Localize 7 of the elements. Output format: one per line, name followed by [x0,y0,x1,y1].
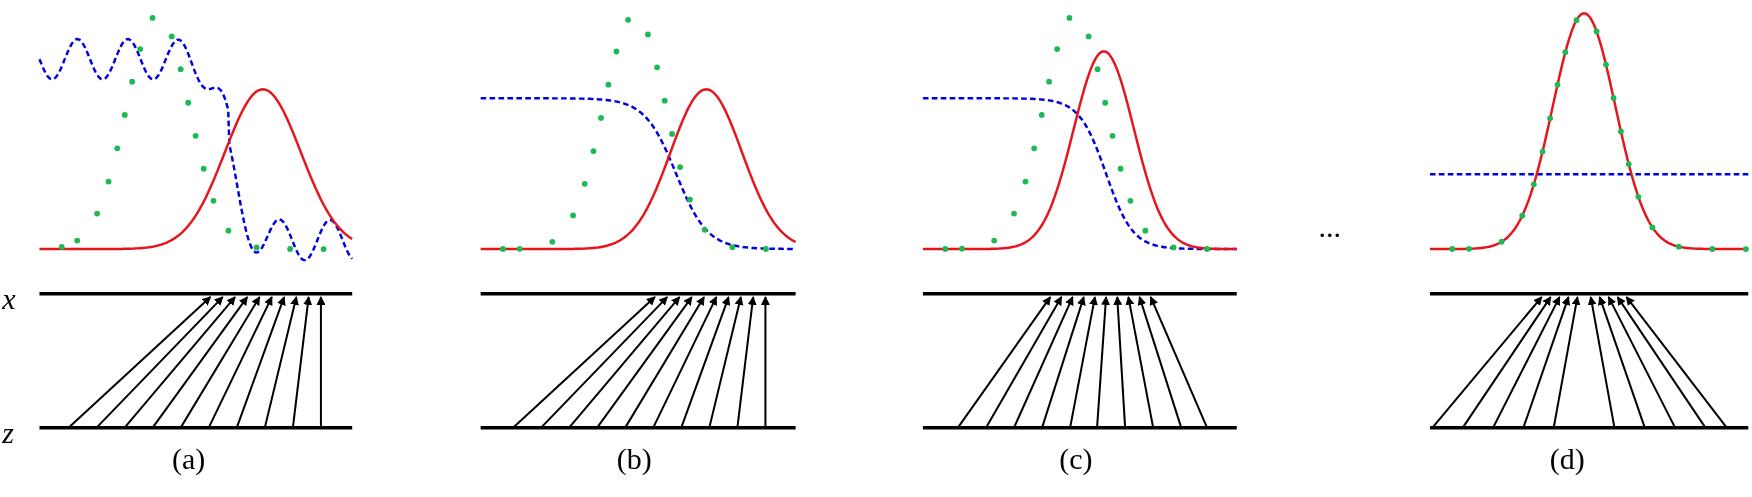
axis-label: z [2,417,14,448]
panel-label: (b) [616,443,652,474]
ellipsis: ... [1318,212,1341,243]
panel-label: (c) [1059,443,1093,474]
panel-label: (a) [172,443,206,474]
axis-label: x [2,283,16,314]
panel-label: (d) [1549,443,1585,474]
